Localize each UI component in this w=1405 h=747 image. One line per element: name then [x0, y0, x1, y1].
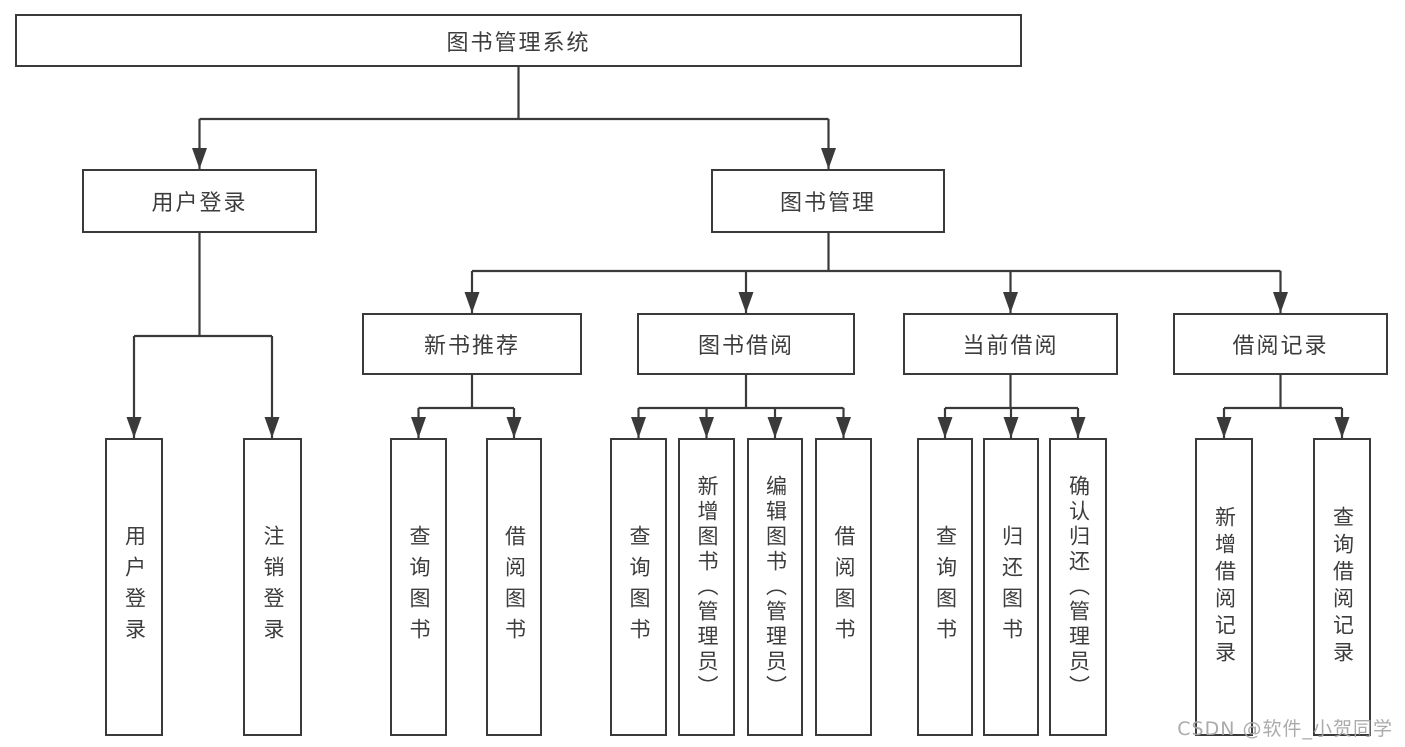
node-leaf-return-books: 归还图书	[983, 438, 1039, 736]
node-current-borrowing: 当前借阅	[903, 313, 1118, 375]
node-leaf-user-login-label: 用户登录	[122, 525, 147, 649]
connector-new-book-to-leaves	[411, 375, 522, 438]
node-leaf-query-borrow-record-label: 查询借阅记录	[1330, 506, 1355, 668]
node-leaf-logout: 注销登录	[243, 438, 302, 736]
node-leaf-add-books-admin: 新增图书（管理员）	[678, 438, 735, 736]
node-system-root-label: 图书管理系统	[446, 30, 591, 56]
node-leaf-borrow-books-borrowing-label: 借阅图书	[832, 525, 856, 649]
connector-book-management-to-level3	[464, 233, 1288, 313]
node-book-borrowing-label: 图书借阅	[697, 334, 794, 359]
node-leaf-return-books-label: 归还图书	[999, 525, 1024, 649]
csdn-watermark: CSDN @软件_小贺同学	[1177, 718, 1393, 740]
connector-root-to-level2	[192, 67, 836, 169]
node-system-root: 图书管理系统	[15, 14, 1022, 67]
node-leaf-query-books-current: 查询图书	[917, 438, 973, 736]
node-leaf-user-login: 用户登录	[105, 438, 163, 736]
node-book-management-label: 图书管理	[779, 191, 876, 216]
node-leaf-query-books-borrowing: 查询图书	[610, 438, 667, 736]
node-leaf-logout-label: 注销登录	[261, 525, 285, 649]
node-leaf-query-books-recommend-label: 查询图书	[407, 525, 431, 649]
node-leaf-borrow-books-recommend: 借阅图书	[486, 438, 542, 736]
node-leaf-edit-books-admin-label: 编辑图书（管理员）	[763, 474, 788, 700]
node-user-login-label: 用户登录	[151, 191, 248, 216]
node-leaf-borrow-books-recommend-label: 借阅图书	[502, 525, 527, 649]
node-leaf-query-borrow-record: 查询借阅记录	[1313, 438, 1371, 736]
node-current-borrowing-label: 当前借阅	[962, 334, 1059, 359]
node-book-borrowing: 图书借阅	[637, 313, 855, 375]
connector-borrowing-records-to-leaves	[1216, 375, 1350, 438]
node-leaf-borrow-books-borrowing: 借阅图书	[815, 438, 872, 736]
node-book-management: 图书管理	[711, 169, 945, 233]
node-leaf-edit-books-admin: 编辑图书（管理员）	[747, 438, 803, 736]
node-leaf-query-books-borrowing-label: 查询图书	[627, 525, 651, 649]
node-leaf-add-books-admin-label: 新增图书（管理员）	[695, 474, 719, 700]
node-new-book-recommend-label: 新书推荐	[423, 334, 520, 359]
connector-current-borrowing-to-leaves	[937, 375, 1086, 438]
node-leaf-confirm-return-admin: 确认归还（管理员）	[1049, 438, 1107, 736]
connector-book-borrowing-to-leaves	[631, 375, 851, 438]
node-leaf-add-borrow-record-label: 新增借阅记录	[1212, 506, 1237, 668]
node-leaf-query-books-current-label: 查询图书	[933, 525, 958, 649]
node-leaf-query-books-recommend: 查询图书	[390, 438, 447, 736]
node-new-book-recommend: 新书推荐	[362, 313, 582, 375]
node-borrowing-records-label: 借阅记录	[1232, 334, 1329, 359]
node-leaf-confirm-return-admin-label: 确认归还（管理员）	[1066, 474, 1091, 700]
node-user-login: 用户登录	[82, 169, 317, 233]
connector-user-login-to-leaves	[126, 233, 280, 438]
node-leaf-add-borrow-record: 新增借阅记录	[1195, 438, 1253, 736]
node-borrowing-records: 借阅记录	[1173, 313, 1388, 375]
